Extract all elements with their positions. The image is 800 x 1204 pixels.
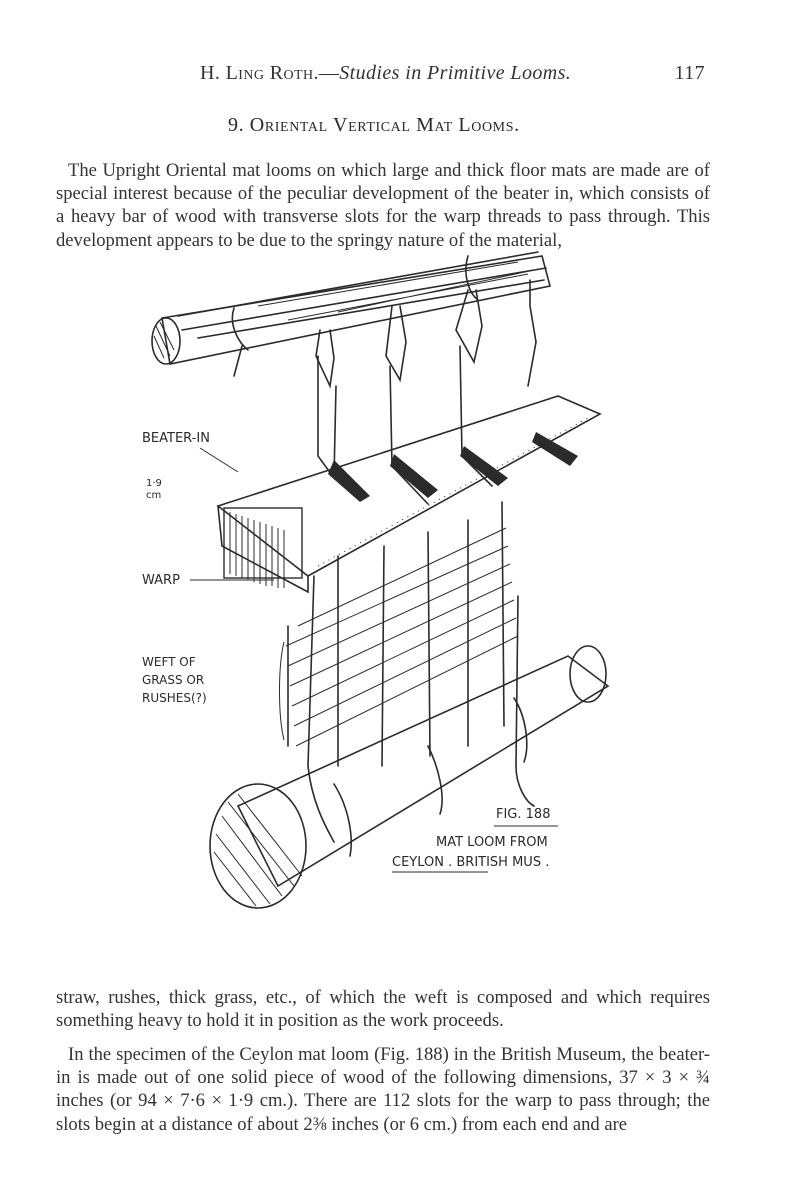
running-header: H. Ling Roth.—Studies in Primitive Looms… <box>200 62 705 84</box>
paragraph-intro: The Upright Oriental mat looms on which … <box>56 159 710 251</box>
header-author: H. Ling Roth. <box>200 62 319 84</box>
mat-loom-illustration: BEATER-IN 1·9 cm WARP WEFT OF GRASS OR R… <box>142 251 610 909</box>
top-beam <box>151 251 551 377</box>
hanging-cords <box>315 279 578 505</box>
figure-mat-loom: BEATER-IN 1·9 cm WARP WEFT OF GRASS OR R… <box>138 246 616 954</box>
label-beater-in: BEATER-IN <box>142 431 210 446</box>
label-scale-num: 1·9 <box>146 478 162 489</box>
figure-number: FIG. 188 <box>496 807 550 822</box>
paragraph-continuation: straw, rushes, thick grass, etc., of whi… <box>56 986 710 1031</box>
page-number: 117 <box>674 62 705 84</box>
section-heading: 9. Oriental Vertical Mat Looms. <box>228 114 520 136</box>
label-scale-unit: cm <box>146 490 161 501</box>
label-weft-line1: WEFT OF <box>142 655 196 669</box>
figure-caption-line1: MAT LOOM FROM <box>436 835 548 850</box>
label-weft-line3: RUSHES(?) <box>142 691 207 705</box>
leader-beater <box>199 447 239 473</box>
warp-and-weft <box>285 501 519 767</box>
label-warp: WARP <box>142 573 180 588</box>
paragraph-specimen: In the specimen of the Ceylon mat loom (… <box>56 1043 710 1135</box>
label-weft-line2: GRASS OR <box>142 673 204 687</box>
beater-in <box>216 395 602 594</box>
figure-caption-line2: CEYLON . BRITISH MUS . <box>392 855 549 870</box>
weft-bracket <box>279 641 285 741</box>
header-title: Studies in Primitive Looms. <box>339 62 572 84</box>
bottom-beam <box>209 645 610 909</box>
